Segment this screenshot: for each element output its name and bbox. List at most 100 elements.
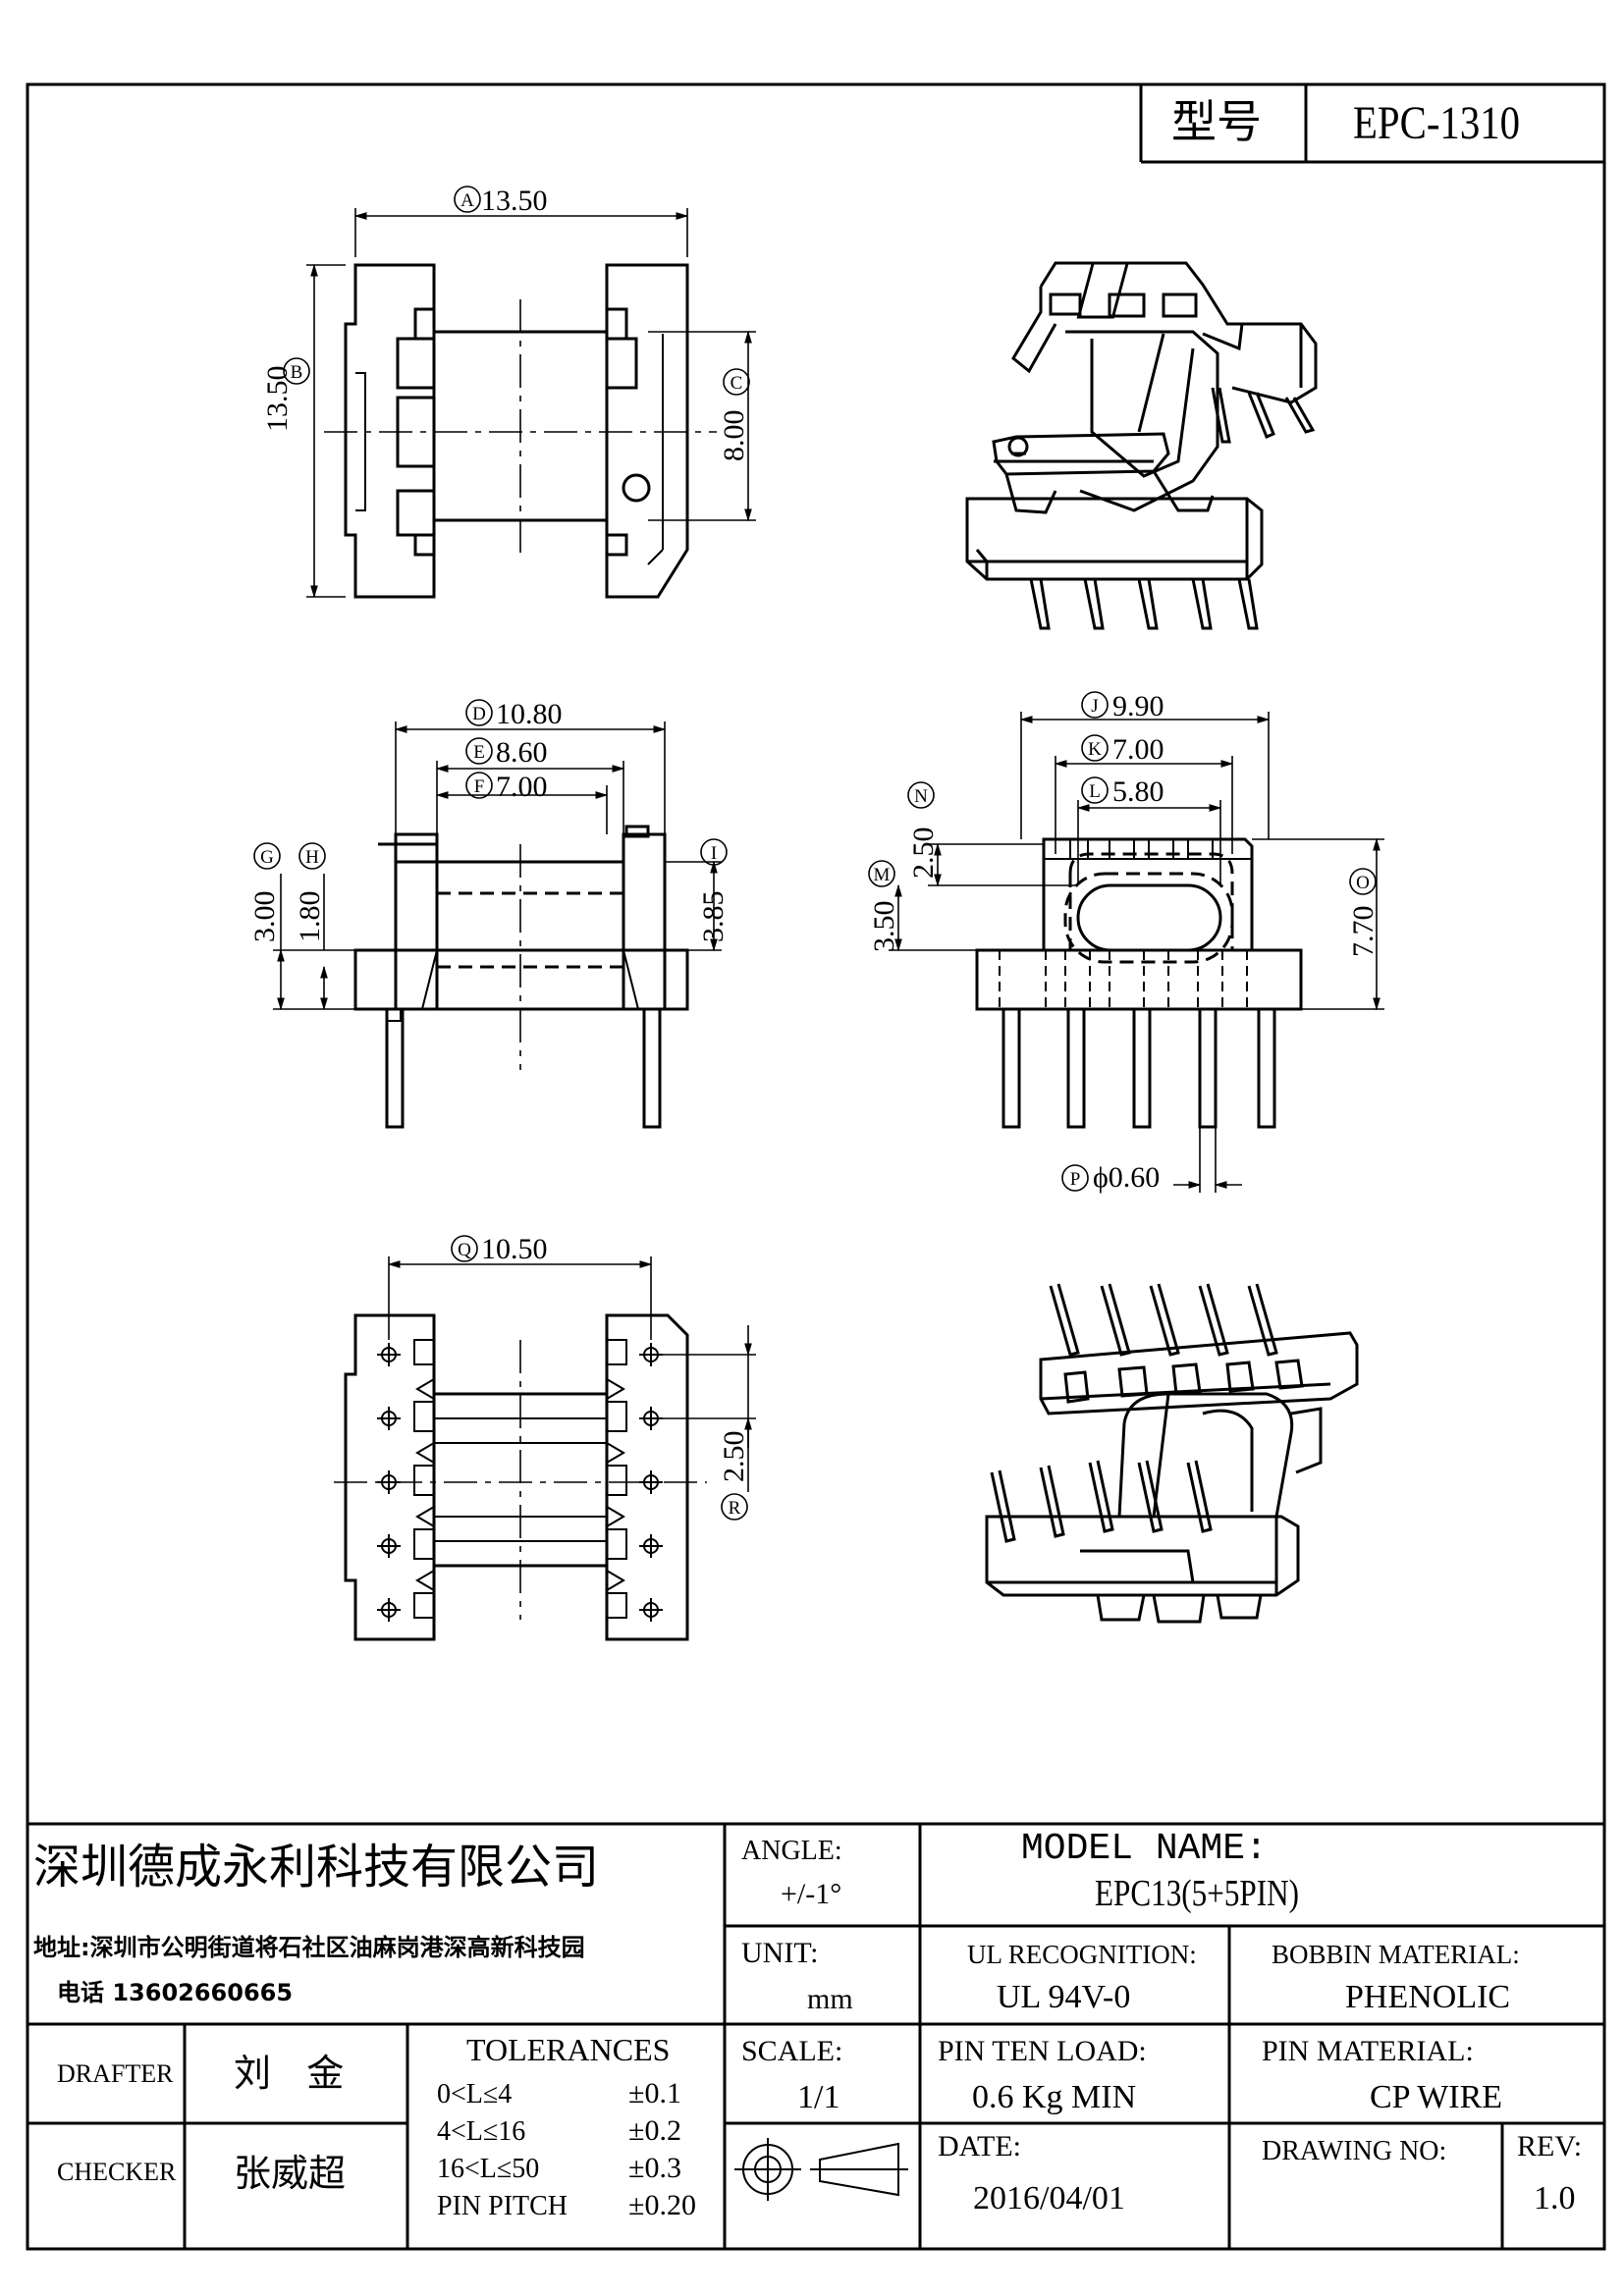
svg-text:B: B xyxy=(291,362,303,383)
unit-label: UNIT: xyxy=(741,1937,819,1969)
bobbin-value: PHENOLIC xyxy=(1345,1979,1511,2015)
dim-j-value: 9.90 xyxy=(1112,690,1164,722)
svg-text:M: M xyxy=(874,865,891,885)
checker-value: 张威超 xyxy=(234,2152,347,2195)
svg-text:K: K xyxy=(1088,739,1102,760)
dim-p-value: ϕ0.60 xyxy=(1093,1161,1161,1194)
ul-value: UL 94V-0 xyxy=(997,1979,1131,2015)
svg-text:H: H xyxy=(305,847,319,868)
dim-marker-h: H xyxy=(298,842,326,870)
svg-text:A: A xyxy=(460,190,474,211)
dim-marker-q: Q xyxy=(451,1235,478,1262)
dim-marker-d: D xyxy=(465,699,493,726)
scale-label: SCALE: xyxy=(741,2035,843,2067)
pin-load-value: 0.6 Kg MIN xyxy=(972,2079,1137,2115)
angle-label: ANGLE: xyxy=(741,1836,842,1866)
dim-q-value: 10.50 xyxy=(481,1233,548,1265)
svg-text:N: N xyxy=(914,786,928,807)
rev-value-clip: 1.0 xyxy=(1512,2174,1591,2245)
date-value-clip: 2016/04/01 xyxy=(967,2174,1203,2245)
drafter-value: 刘 金 xyxy=(234,2052,345,2095)
svg-text:O: O xyxy=(1356,873,1370,893)
tolerance-range: PIN PITCH xyxy=(437,2191,568,2221)
date-value: 2016/04/01 xyxy=(973,2180,1125,2216)
dim-f-value: 7.00 xyxy=(496,771,548,803)
projection-symbol-icon xyxy=(734,2138,908,2201)
drafter-label: DRAFTER xyxy=(57,2059,174,2088)
dim-h-value: 1.80 xyxy=(294,890,326,943)
company-address: 地址:深圳市公明街道将石社区油麻岗港深高新科技园 xyxy=(33,1934,585,1961)
tolerance-row: 4<L≤16 ±0.2 xyxy=(437,2116,722,2152)
model-name-label: MODEL NAME: xyxy=(1021,1828,1268,1870)
side-view xyxy=(889,712,1384,1193)
dim-marker-f: F xyxy=(465,772,493,799)
unit-value: mm xyxy=(807,1983,853,2015)
model-code: EPC-1310 xyxy=(1353,97,1521,149)
sheet-border xyxy=(26,82,1606,2251)
title-block-grid xyxy=(27,1822,1604,2249)
date-label: DATE: xyxy=(938,2130,1021,2163)
tolerance-value: ±0.20 xyxy=(628,2189,696,2221)
dim-marker-b: B xyxy=(283,357,310,385)
pin-material-value: CP WIRE xyxy=(1370,2079,1503,2115)
dim-marker-e: E xyxy=(465,737,493,765)
drawing-no-label: DRAWING NO: xyxy=(1262,2136,1447,2166)
tolerance-range: 4<L≤16 xyxy=(437,2116,526,2147)
tolerance-value: ±0.2 xyxy=(628,2114,681,2147)
dim-marker-a: A xyxy=(454,186,481,213)
svg-text:P: P xyxy=(1070,1169,1081,1190)
dim-marker-n: N xyxy=(907,781,935,809)
svg-text:Q: Q xyxy=(458,1240,471,1260)
angle-value: +/-1° xyxy=(781,1878,842,1910)
dim-l-value: 5.80 xyxy=(1112,775,1164,808)
tolerances-label: TOLERANCES xyxy=(466,2032,671,2067)
header-box xyxy=(1139,84,1604,164)
dim-marker-c: C xyxy=(723,368,750,396)
dimension-markers: A B C DEF G H I J KL M N O P Q R xyxy=(253,186,1377,1521)
rev-value: 1.0 xyxy=(1534,2180,1576,2216)
tolerance-value: ±0.1 xyxy=(628,2079,681,2109)
tolerance-range: 0<L≤4 xyxy=(437,2079,513,2109)
svg-text:G: G xyxy=(260,847,274,868)
dim-e-value: 8.60 xyxy=(496,736,548,769)
svg-text:L: L xyxy=(1089,781,1101,802)
tolerance-range: 16<L≤50 xyxy=(437,2154,540,2184)
front-view xyxy=(273,721,722,1129)
dim-marker-r: R xyxy=(721,1493,748,1521)
isometric-view-bottom xyxy=(985,1283,1359,1624)
svg-text:D: D xyxy=(472,704,486,724)
rev-label: REV: xyxy=(1517,2130,1583,2163)
svg-text:C: C xyxy=(731,373,743,394)
dim-b-value: 13.50 xyxy=(261,365,294,433)
svg-text:F: F xyxy=(474,776,485,797)
dim-d-value: 10.80 xyxy=(496,698,563,730)
checker-label: CHECKER xyxy=(57,2158,177,2186)
svg-text:J: J xyxy=(1091,696,1098,717)
dim-m-value: 3.50 xyxy=(868,900,900,953)
tolerance-row: 0<L≤4 ±0.1 xyxy=(437,2079,722,2114)
dim-i-value: 3.85 xyxy=(697,890,730,943)
top-view xyxy=(306,208,756,599)
dim-n-value: 2.50 xyxy=(907,827,940,880)
tolerance-row: PIN PITCH ±0.20 xyxy=(437,2191,722,2226)
dim-r-value: 2.50 xyxy=(718,1430,750,1483)
dim-marker-m: M xyxy=(868,860,895,887)
dim-o-value: 7.70 xyxy=(1347,905,1380,958)
dim-a-value: 13.50 xyxy=(481,185,548,217)
svg-text:I: I xyxy=(711,843,717,864)
ul-label: UL RECOGNITION: xyxy=(967,1940,1197,1969)
dim-marker-j: J xyxy=(1081,691,1109,719)
dim-c-value: 8.00 xyxy=(718,409,750,462)
model-name-value: EPC13(5+5PIN) xyxy=(1095,1873,1300,1914)
pin-material-label: PIN MATERIAL: xyxy=(1262,2035,1474,2067)
dim-g-value: 3.00 xyxy=(248,890,281,943)
tolerance-row: 16<L≤50±0.3 xyxy=(437,2154,722,2189)
dim-k-value: 7.00 xyxy=(1112,733,1164,766)
bottom-view xyxy=(334,1256,756,1641)
dim-marker-o: O xyxy=(1349,868,1377,895)
company-phone: 电话 13602660665 xyxy=(57,1979,294,2006)
dim-marker-k: K xyxy=(1081,734,1109,762)
